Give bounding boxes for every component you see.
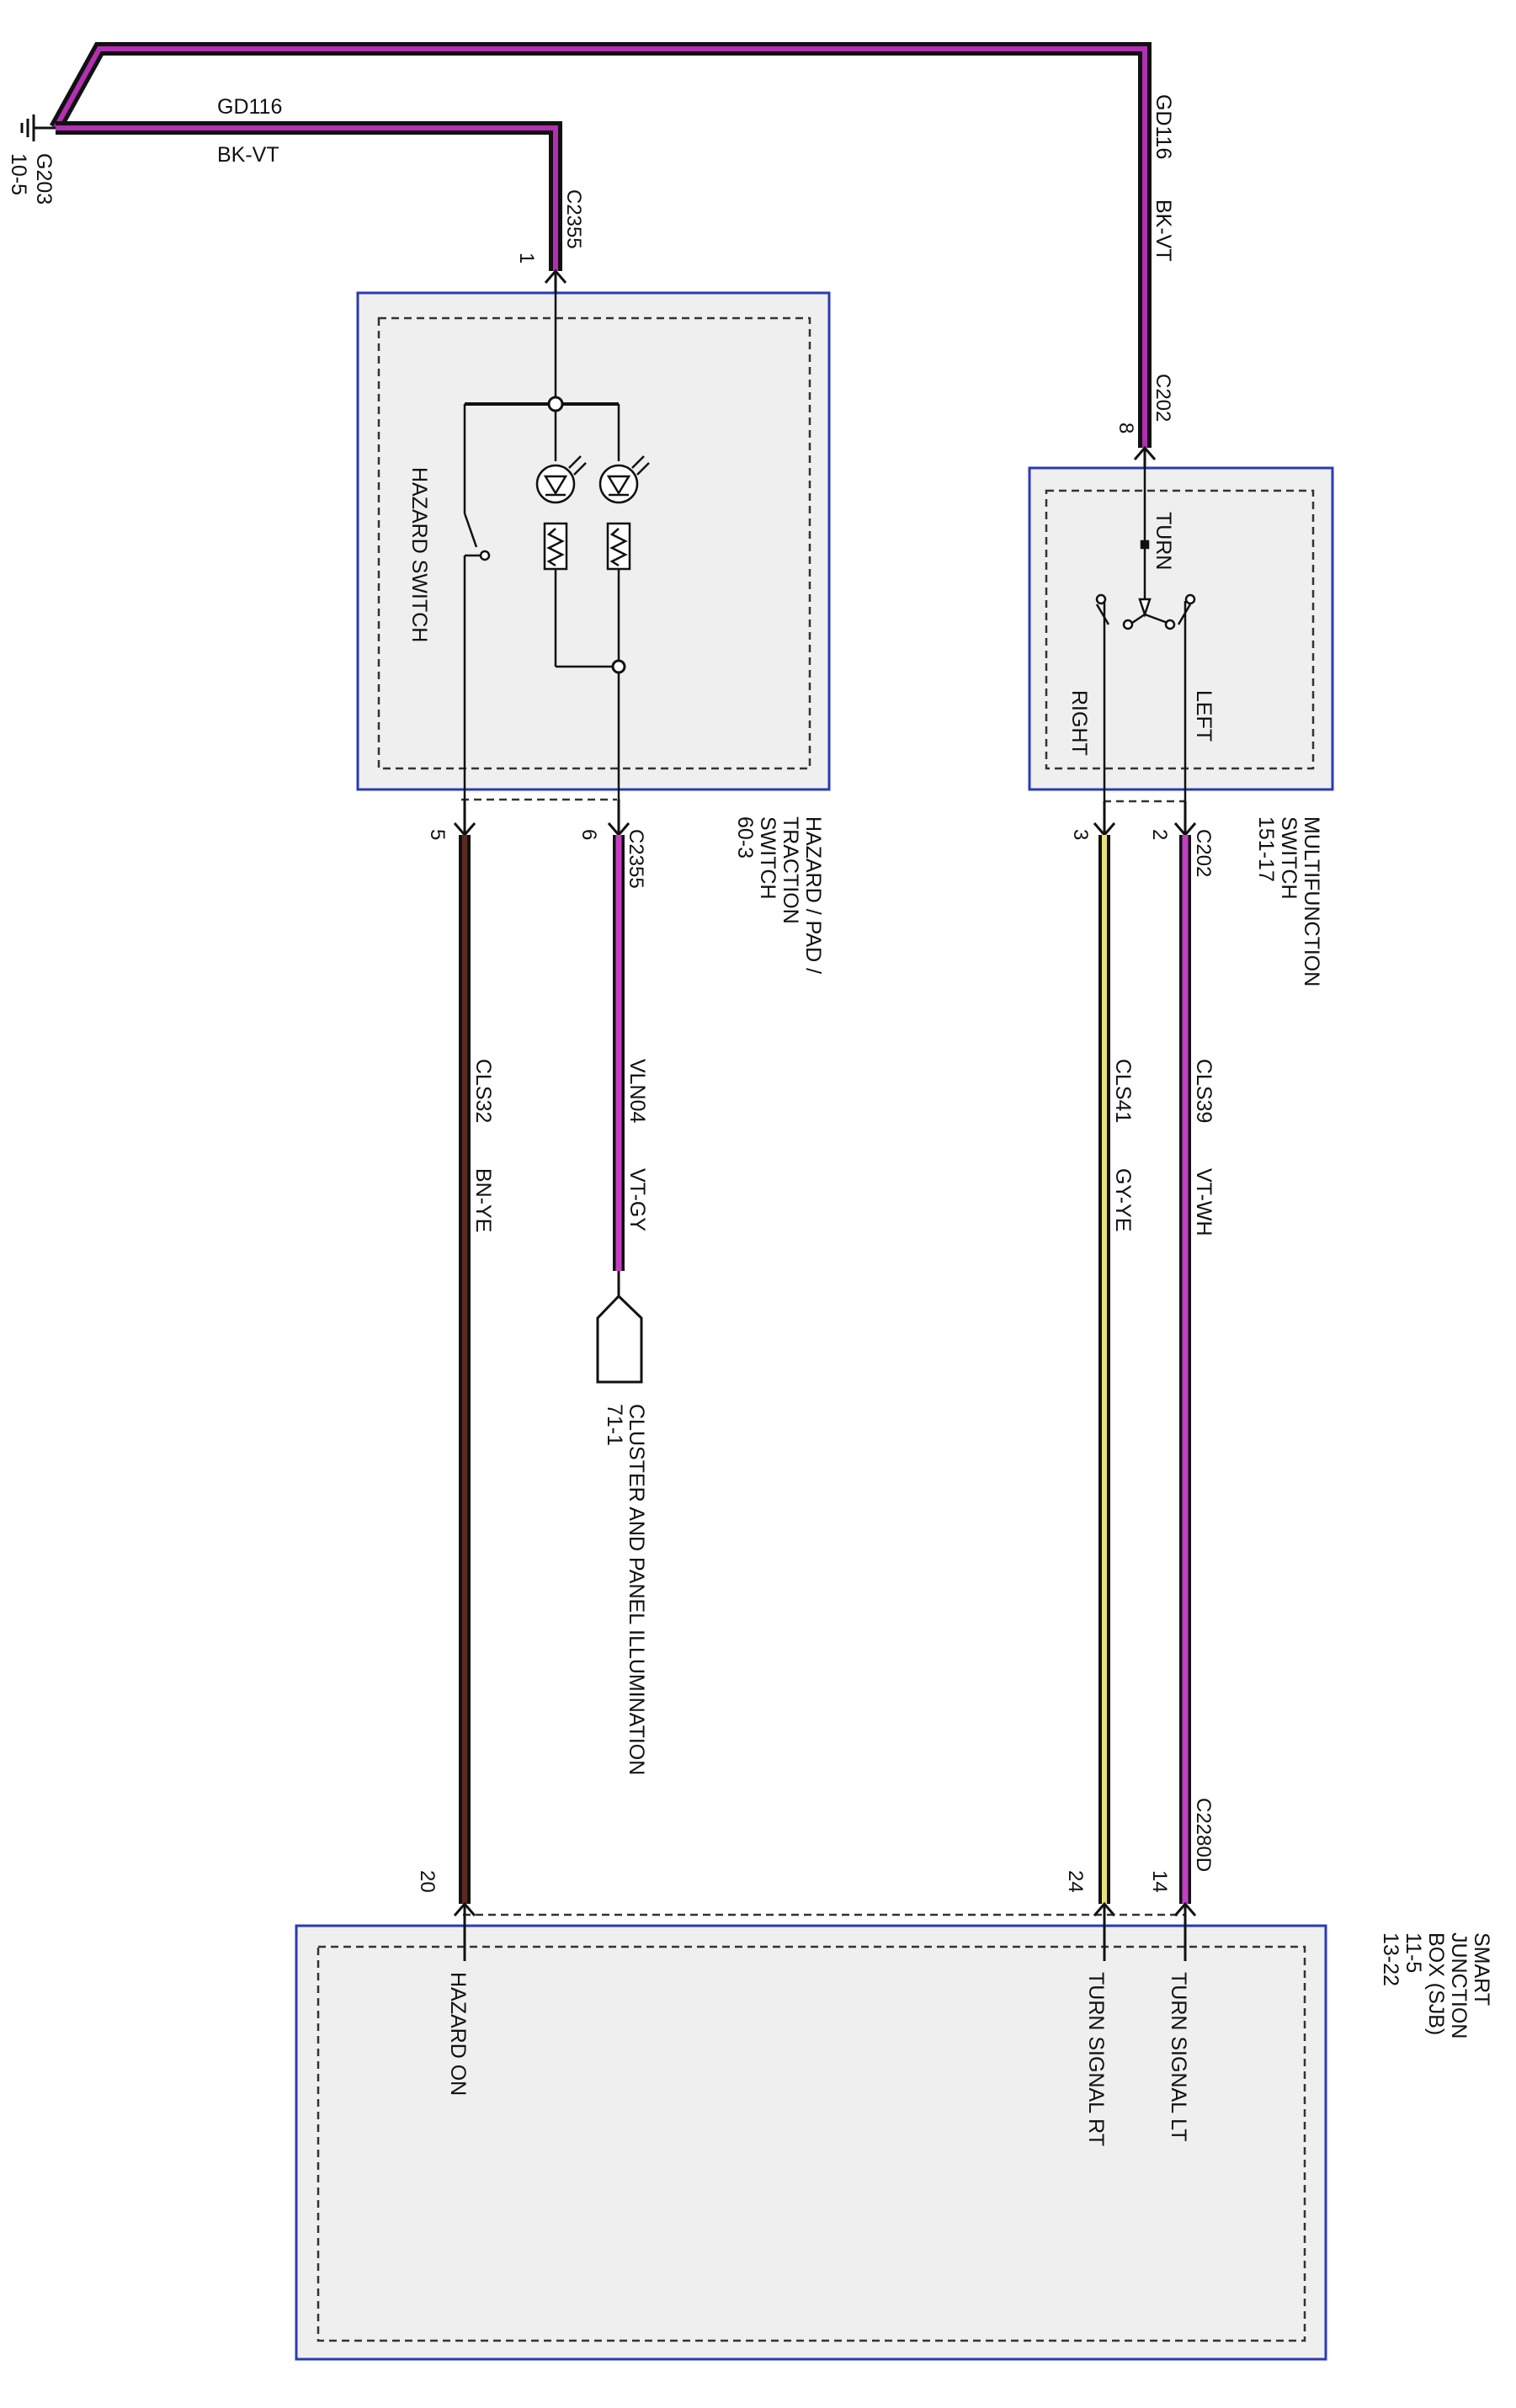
sjb-turn-signal-rt-label: TURN SIGNAL RT xyxy=(1084,1972,1108,2146)
sjb-name-line2: JUNCTION xyxy=(1447,1932,1471,2039)
c2355-pin-1: 1 xyxy=(515,252,538,263)
sjb-box xyxy=(295,1924,1327,2361)
ground-connector-label: G203 xyxy=(32,153,56,205)
ground-wire-gd116 xyxy=(49,42,1152,448)
c2355-top-label: C2355 xyxy=(562,189,585,249)
multifunction-inner-boundary xyxy=(1045,489,1315,770)
junction-top-icon xyxy=(547,396,564,412)
turn-switch-circuit xyxy=(1095,468,1192,801)
multifunction-name-line1: MULTIFUNCTION xyxy=(1300,816,1323,986)
c202-top-label: C202 xyxy=(1152,374,1174,422)
hazard-switch-name-ref: 60-3 xyxy=(733,816,757,858)
sjb-inner-boundary xyxy=(316,1945,1306,2342)
ground-symbol-icon xyxy=(20,114,56,141)
cls39-circuit-label: CLS39 xyxy=(1192,1059,1215,1123)
c2280d-pin-14-connector-icon xyxy=(1173,1901,1197,1961)
gd116-right-color-label: BK-VT xyxy=(1152,199,1175,262)
c202-pin-2: 2 xyxy=(1148,829,1171,840)
multifunction-name-ref: 151-17 xyxy=(1254,816,1278,882)
hazard-switch-circuit xyxy=(463,293,620,800)
cls32-circuit-label: CLS32 xyxy=(471,1059,495,1123)
vln04-color-label: VT-GY xyxy=(625,1168,649,1231)
cls32-color-label: BN-YE xyxy=(471,1168,495,1232)
cluster-component-icon xyxy=(596,1271,643,1384)
turn-left-label: LEFT xyxy=(1192,690,1215,742)
hazard-switch-box xyxy=(356,291,831,791)
c2355-bottom-label: C2355 xyxy=(625,829,647,889)
hazard-switch-name-line1: HAZARD / PAD / xyxy=(801,816,825,974)
c2355-pin-6: 6 xyxy=(577,829,600,840)
c2355-pin-5-connector-icon xyxy=(453,800,476,837)
sjb-name-ref1: 11-5 xyxy=(1402,1932,1425,1973)
c202-pin-3-connector-icon xyxy=(1093,801,1116,837)
ground-connector-ref: 10-5 xyxy=(7,153,30,195)
c2280d-pin-14: 14 xyxy=(1148,1870,1171,1893)
gd116-color-label: BK-VT xyxy=(217,143,279,167)
c202-pin-8: 8 xyxy=(1114,423,1137,433)
c2280d-label: C2280D xyxy=(1192,1798,1215,1872)
cls41-color-label: GY-YE xyxy=(1111,1168,1135,1232)
resistor-right-icon xyxy=(606,522,631,571)
led-right-icon xyxy=(598,455,650,504)
c2280d-pin-24-connector-icon xyxy=(1093,1901,1116,1961)
junction-bottom-icon xyxy=(611,659,626,674)
turn-right-label: RIGHT xyxy=(1067,690,1091,756)
hazard-switch-inner-label: HAZARD SWITCH xyxy=(407,467,431,642)
cls39-color-label: VT-WH xyxy=(1192,1168,1215,1236)
gd116-circuit-label: GD116 xyxy=(217,95,282,119)
hazard-switch-terminal-icon xyxy=(479,550,491,561)
cluster-ref: 71-1 xyxy=(603,1404,626,1446)
turn-contact-left-icon xyxy=(1164,619,1176,630)
resistor-left-icon xyxy=(543,522,568,571)
sjb-name-line1: SMART xyxy=(1470,1932,1493,2006)
hazard-switch-inner-boundary xyxy=(377,316,811,770)
hazard-switch-name-line2: TRACTION xyxy=(779,816,802,924)
sjb-hazard-on-label: HAZARD ON xyxy=(446,1972,470,2096)
vln04-circuit-label: VLN04 xyxy=(625,1059,649,1124)
c2280d-pin-20: 20 xyxy=(416,1870,439,1893)
c2355-top-connector-icon xyxy=(544,268,567,293)
c2355-pin-5: 5 xyxy=(426,829,449,840)
c202-bottom-label: C202 xyxy=(1192,829,1215,877)
multifunction-switch-box xyxy=(1028,466,1334,791)
turn-terminal-right-icon xyxy=(1095,593,1107,605)
c202-top-connector-icon xyxy=(1133,445,1157,468)
c2280d-pin-20-connector-icon xyxy=(453,1901,476,1961)
c2280d-pin-24: 24 xyxy=(1064,1870,1087,1893)
sjb-turn-signal-lt-label: TURN SIGNAL LT xyxy=(1167,1972,1190,2141)
multifunction-name-line2: SWITCH xyxy=(1277,816,1301,900)
c202-pin-3: 3 xyxy=(1069,829,1092,840)
turn-label: TURN xyxy=(1152,512,1175,570)
hazard-switch-name-line3: SWITCH xyxy=(756,816,779,900)
gd116-right-circuit-label: GD116 xyxy=(1152,94,1175,159)
sjb-name-ref2: 13-22 xyxy=(1379,1932,1402,1986)
turn-contact-right-icon xyxy=(1122,619,1134,630)
sjb-name-line3: BOX (SJB) xyxy=(1424,1932,1448,2035)
turn-terminal-left-icon xyxy=(1184,593,1196,605)
cluster-name: CLUSTER AND PANEL ILLUMINATION xyxy=(625,1404,648,1775)
led-left-icon xyxy=(535,455,587,504)
cls41-circuit-label: CLS41 xyxy=(1111,1059,1135,1123)
